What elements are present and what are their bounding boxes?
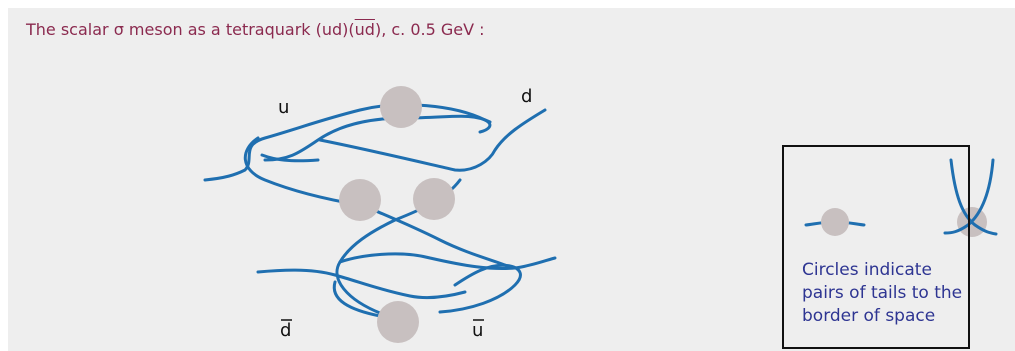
tail-circle-mid-left — [339, 179, 381, 221]
tail-circle-bottom — [377, 301, 419, 343]
legend-text: Circles indicate pairs of tails to the b… — [802, 259, 972, 328]
strand-d-outer — [320, 110, 545, 170]
label-d: d — [521, 86, 532, 107]
label-u: u — [278, 97, 289, 118]
tail-circle-top — [380, 86, 422, 128]
label-anti-d: d — [280, 320, 291, 341]
label-anti-u: u — [472, 320, 483, 341]
strand-antid-loop — [340, 254, 555, 269]
strand-antid-left — [258, 270, 465, 298]
strand-antiu-right — [440, 265, 520, 312]
tail-circle-mid-right — [413, 178, 455, 220]
